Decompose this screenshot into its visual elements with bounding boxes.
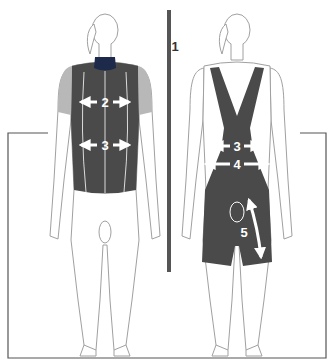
callout-number: 3 bbox=[233, 140, 240, 153]
callout-number: 2 bbox=[101, 96, 108, 109]
measure-arrows bbox=[206, 146, 268, 257]
bib-shorts bbox=[202, 67, 272, 266]
callout-number: 4 bbox=[233, 158, 240, 171]
divider-bar bbox=[167, 10, 171, 272]
jersey bbox=[58, 57, 152, 243]
callout-number: 3 bbox=[101, 139, 108, 152]
callout-number: 1 bbox=[171, 40, 178, 53]
back-figure bbox=[182, 14, 292, 356]
front-figure bbox=[50, 14, 160, 356]
callout-number: 5 bbox=[240, 226, 247, 239]
